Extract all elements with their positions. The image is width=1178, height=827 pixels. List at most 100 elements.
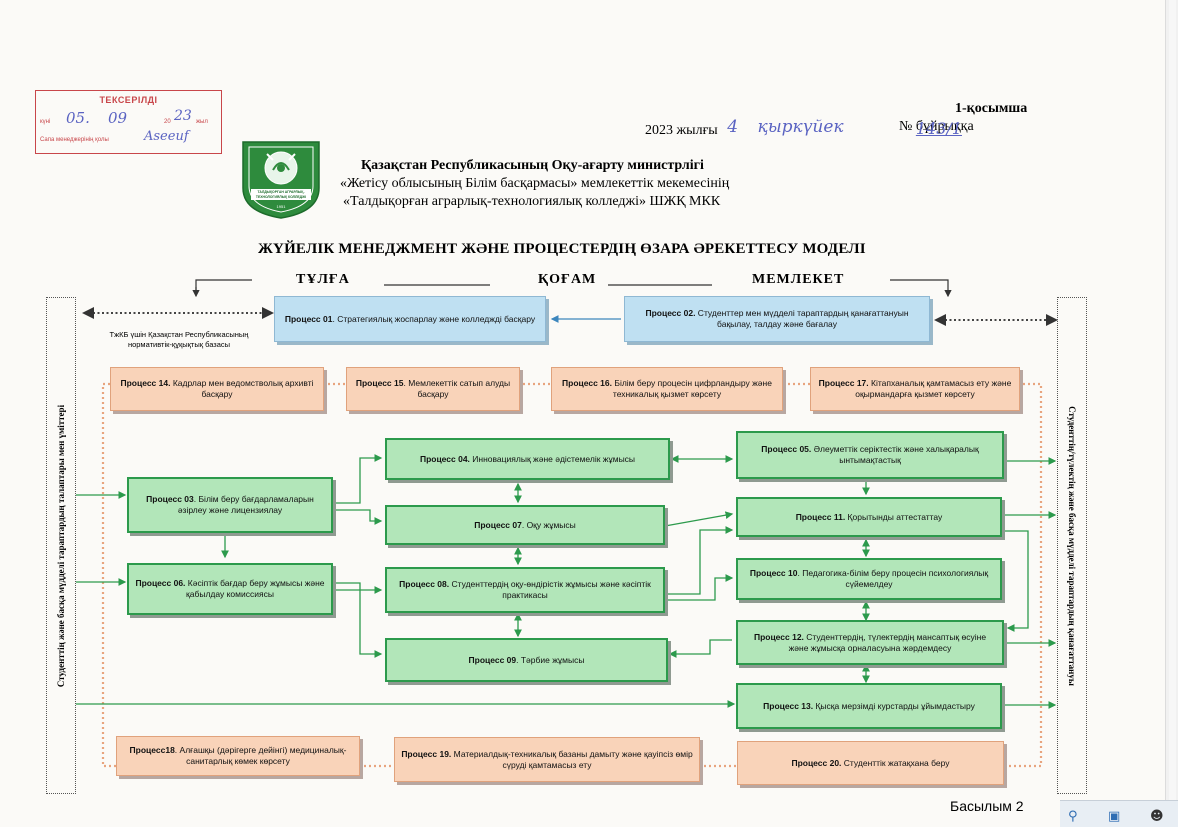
process-02-label: Процесс 02. <box>645 308 696 319</box>
process-05-label: Процесс 05. <box>761 444 812 455</box>
axis-society: ҚОҒАМ <box>538 272 597 287</box>
edition-label: Басылым 2 <box>950 798 1024 814</box>
logo-year: 1951 <box>277 204 287 209</box>
process-11-box: Процесс 11. Қорытынды аттестаттау <box>736 497 1002 537</box>
svg-text:ТЕХНОЛОГИЯЛЫҚ КОЛЛЕДЖІ: ТЕХНОЛОГИЯЛЫҚ КОЛЛЕДЖІ <box>256 195 306 199</box>
process-05-text: Әлеуметтік серіктестік және халықаралық … <box>811 444 979 465</box>
axis-person: ТҰЛҒА <box>296 272 350 287</box>
process-06-label: Процесс 06. <box>135 578 186 589</box>
process-14-box: Процесс 14. Кадрлар мен ведомстволық арх… <box>110 367 324 411</box>
process-15-box: Процесс 15. Мемлекеттік сатып алуды басқ… <box>346 367 520 411</box>
window-icon[interactable]: ▣ <box>1108 809 1121 824</box>
ministry-name: Қазақстан Республикасының Оқу-ағарту мин… <box>361 158 704 173</box>
process-10-box: Процесс 10. Педагогика-білім беру процес… <box>736 558 1002 600</box>
stamp-signature: Aseeuf <box>144 129 189 144</box>
process-01-box: Процесс 01. Стратегиялық жоспарлау және … <box>274 296 546 342</box>
process-06-box: Процесс 06. Кәсіптік бағдар беру жұмысы … <box>127 563 333 615</box>
process-06-text: Кәсіптік бағдар беру жұмысы және қабылда… <box>185 578 325 599</box>
process-04-box: Процесс 04. Инновациялық және әдістемелі… <box>385 438 670 480</box>
process-07-text: . Оқу жұмысы <box>521 519 576 530</box>
process-11-text: Қорытынды аттестаттау <box>845 511 943 522</box>
stakeholder-satisfaction-text: Студенттің/түлектің және басқа мүдделі т… <box>1067 405 1077 686</box>
process-10-text: . Педагогика-білім беру процесін психоло… <box>797 568 989 589</box>
order-suffix: бұйрыққа <box>915 119 974 134</box>
process-02-box: Процесс 02. Студенттер мен мүдделі тарап… <box>624 296 930 342</box>
process-03-label: Процесс 03 <box>146 494 194 505</box>
scrollbar-thumb[interactable] <box>1169 0 1176 827</box>
process-16-label: Процесс 16. <box>562 378 612 389</box>
stamp-year: 23 <box>174 108 192 124</box>
order-year-text: 2023 жылғы <box>645 123 718 138</box>
process-09-box: Процесс 09. Тәрбие жұмысы <box>385 638 668 682</box>
stamp-year-suffix: жыл <box>196 119 208 125</box>
process-15-text: . Мемлекеттік сатып алуды басқару <box>403 378 511 399</box>
process-03-box: Процесс 03. Білім беру бағдарламаларын ә… <box>127 477 333 533</box>
order-no-value: 143/1 <box>915 119 962 138</box>
process-18-box: Процесс18. Алғашқы (дәрігерге дейінгі) м… <box>116 736 360 776</box>
diagram-title: ЖҮЙЕЛІК МЕНЕДЖМЕНТ ЖӘНЕ ПРОЦЕСТЕРДІҢ ӨЗА… <box>258 241 866 257</box>
process-12-text: Студенттердің, түлектердің мансаптық өсу… <box>788 631 987 653</box>
process-15-label: Процесс 15 <box>355 378 404 389</box>
process-20-text: Студенттік жатақхана беру <box>841 757 950 768</box>
stamp-date-label: күні <box>40 119 51 125</box>
stamp-year-prefix: 20 <box>164 119 171 125</box>
process-09-text: . Тәрбие жұмысы <box>516 654 585 665</box>
stamp-day: 05. <box>66 109 90 127</box>
process-18-text: . Алғашқы (дәрігерге дейінгі) медициналы… <box>174 745 347 766</box>
stakeholder-requirements-bar: Студенттің және басқа мүдделі тараптарды… <box>46 297 76 794</box>
process-14-text: Кадрлар мен ведомстволық архивті басқару <box>170 378 314 399</box>
process-13-label: Процесс 13. <box>763 700 814 711</box>
process-18-label: Процесс18 <box>129 745 175 756</box>
taskbar: ⚲ ▣ ☻ <box>1060 800 1178 827</box>
process-10-label: Процесс 10 <box>749 568 798 579</box>
process-19-text: Материалдық-техникалық базаны дамыту жән… <box>451 748 693 770</box>
process-17-label: Процесс 17. <box>818 378 869 389</box>
regulatory-base-note: ТжКБ үшін Қазақстан Республикасының норм… <box>109 330 249 349</box>
stamp-month: 09 <box>108 109 128 127</box>
process-19-label: Процесс 19. <box>401 748 452 759</box>
process-14-label: Процесс 14. <box>120 378 171 389</box>
process-17-text: Кітапханалық қамтамасыз ету және оқырман… <box>855 378 1012 399</box>
college-logo: ТАЛДЫҚОРҒАН АГРАРЛЫҚ- ТЕХНОЛОГИЯЛЫҚ КОЛЛ… <box>242 141 320 219</box>
process-12-box: Процесс 12. Студенттердің, түлектердің м… <box>736 620 1004 665</box>
stakeholder-requirements-text: Студенттің және басқа мүдделі тараптарды… <box>56 404 66 687</box>
order-date: 2023 жылғы 4 қыркүйек <box>645 117 844 139</box>
process-20-label: Процесс 20. <box>791 757 842 768</box>
process-08-text: Студенттердің оқу-өндірістік жұмысы және… <box>449 579 651 600</box>
verification-stamp: ТЕКСЕРІЛДІ күні 05. 09 20 23 жыл Сапа ме… <box>35 90 222 154</box>
process-01-text: . Стратегиялық жоспарлау және колледжді … <box>332 313 536 324</box>
organization-line-2: «Талдықорған аграрлық-технологиялық колл… <box>343 194 721 209</box>
axis-state: МЕМЛЕКЕТ <box>752 272 845 287</box>
vertical-scrollbar[interactable] <box>1165 0 1178 827</box>
order-no-prefix: № <box>899 119 913 134</box>
stakeholder-satisfaction-bar: Студенттің/түлектің және басқа мүдделі т… <box>1057 297 1087 794</box>
process-11-label: Процесс 11. <box>795 511 846 522</box>
process-03-text: . Білім беру бағдарламаларын әзірлеу жән… <box>177 494 314 515</box>
process-08-box: Процесс 08. Студенттердің оқу-өндірістік… <box>385 567 665 613</box>
process-13-box: Процесс 13. Қысқа мерзімді курстарды ұйы… <box>736 683 1002 729</box>
process-09-label: Процесс 09 <box>468 654 517 665</box>
process-02-text: Студенттер мен мүдделі тараптардың қанағ… <box>695 308 909 329</box>
order-number: № 143/1 бұйрыққа <box>899 119 974 138</box>
stamp-title: ТЕКСЕРІЛДІ <box>99 95 158 105</box>
process-04-label: Процесс 04. <box>419 453 470 464</box>
organization-line-1: «Жетісу облысының Білім басқармасы» мемл… <box>340 176 730 191</box>
svg-text:ТАЛДЫҚОРҒАН АГРАРЛЫҚ-: ТАЛДЫҚОРҒАН АГРАРЛЫҚ- <box>258 190 305 194</box>
process-17-box: Процесс 17. Кітапханалық қамтамасыз ету … <box>810 367 1020 411</box>
process-13-text: Қысқа мерзімді курстарды ұйымдастыру <box>813 700 975 711</box>
process-01-label: Процесс 01 <box>284 313 333 324</box>
process-08-label: Процесс 08. <box>399 579 450 590</box>
order-day: 4 <box>727 117 739 137</box>
process-19-box: Процесс 19. Материалдық-техникалық базан… <box>394 737 700 782</box>
user-icon[interactable]: ☻ <box>1150 809 1164 824</box>
process-20-box: Процесс 20. Студенттік жатақхана беру <box>737 741 1004 785</box>
order-month: қыркүйек <box>757 117 844 137</box>
stamp-signature-label: Сапа менеджерінің қолы <box>40 137 109 143</box>
process-07-box: Процесс 07. Оқу жұмысы <box>385 505 665 545</box>
process-04-text: Инновациялық және әдістемелік жұмысы <box>469 453 636 464</box>
annex-label: 1-қосымша <box>955 101 1028 116</box>
process-12-label: Процесс 12. <box>753 631 804 642</box>
search-icon[interactable]: ⚲ <box>1068 809 1078 824</box>
